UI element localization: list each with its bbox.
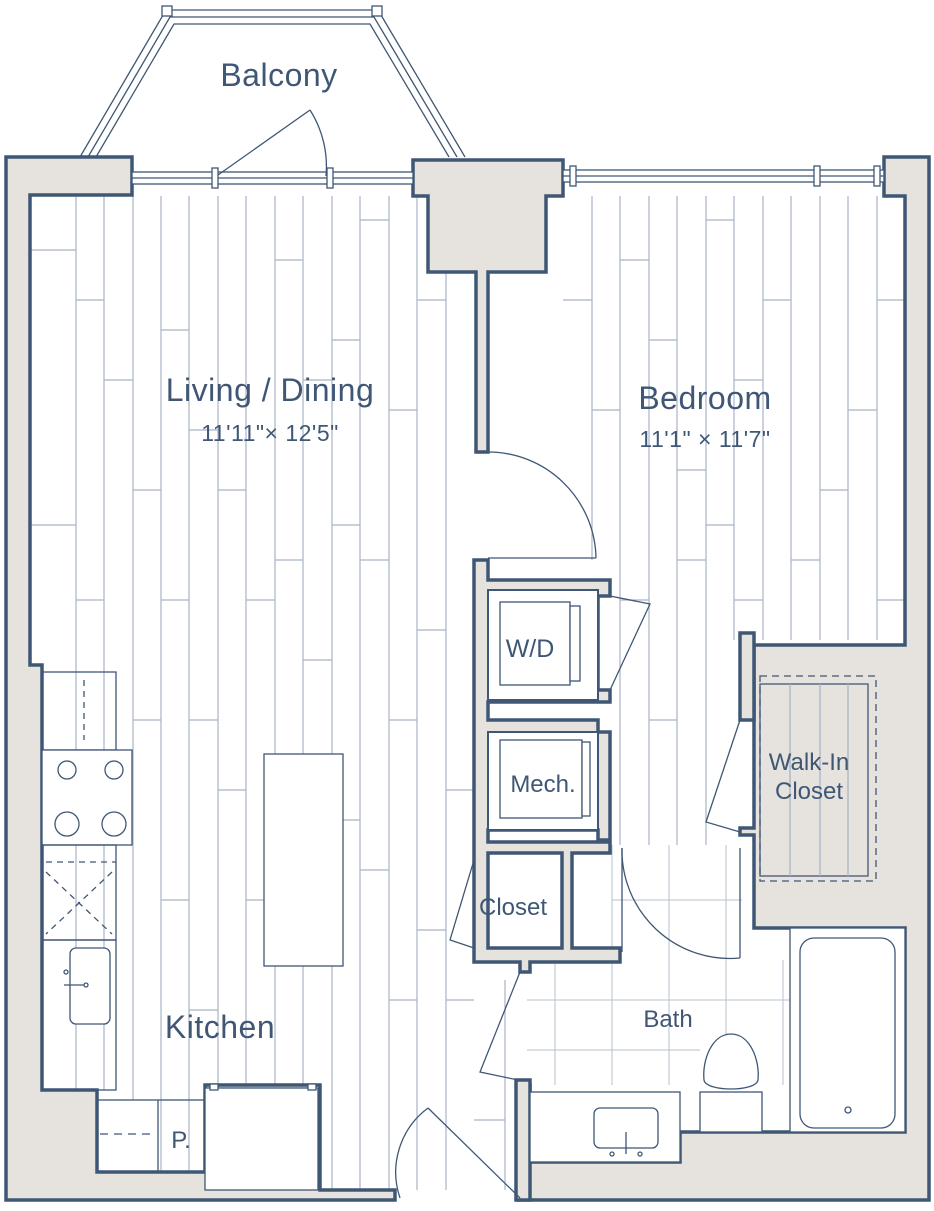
bath-fixtures (529, 927, 906, 1163)
living-dining-label: Living / Dining (166, 372, 375, 408)
kitchen-label: Kitchen (165, 1009, 275, 1045)
balcony-outline (79, 5, 466, 158)
living-dining-dimensions: 11'11"× 12'5" (201, 420, 339, 446)
doors (217, 109, 741, 1199)
closet-label: Closet (479, 894, 547, 921)
bedroom-dimensions: 11'1" × 11'7" (639, 426, 770, 452)
pantry-label: P. (171, 1127, 191, 1154)
room-labels: Balcony Living / Dining 11'11"× 12'5" Be… (165, 57, 849, 1154)
balcony-label: Balcony (220, 57, 337, 93)
walk-in-closet-label-line1: Walk-In (769, 749, 849, 776)
bedroom-label: Bedroom (638, 380, 771, 416)
floor-planks (30, 196, 905, 1190)
utility-fixtures (499, 601, 877, 882)
walk-in-closet-label-line2: Closet (775, 778, 843, 805)
bath-label: Bath (643, 1006, 692, 1033)
kitchen-fixtures (41, 671, 344, 1191)
windows (131, 165, 885, 189)
washer-dryer-label: W/D (506, 635, 555, 663)
mechanical-label: Mech. (510, 771, 575, 798)
